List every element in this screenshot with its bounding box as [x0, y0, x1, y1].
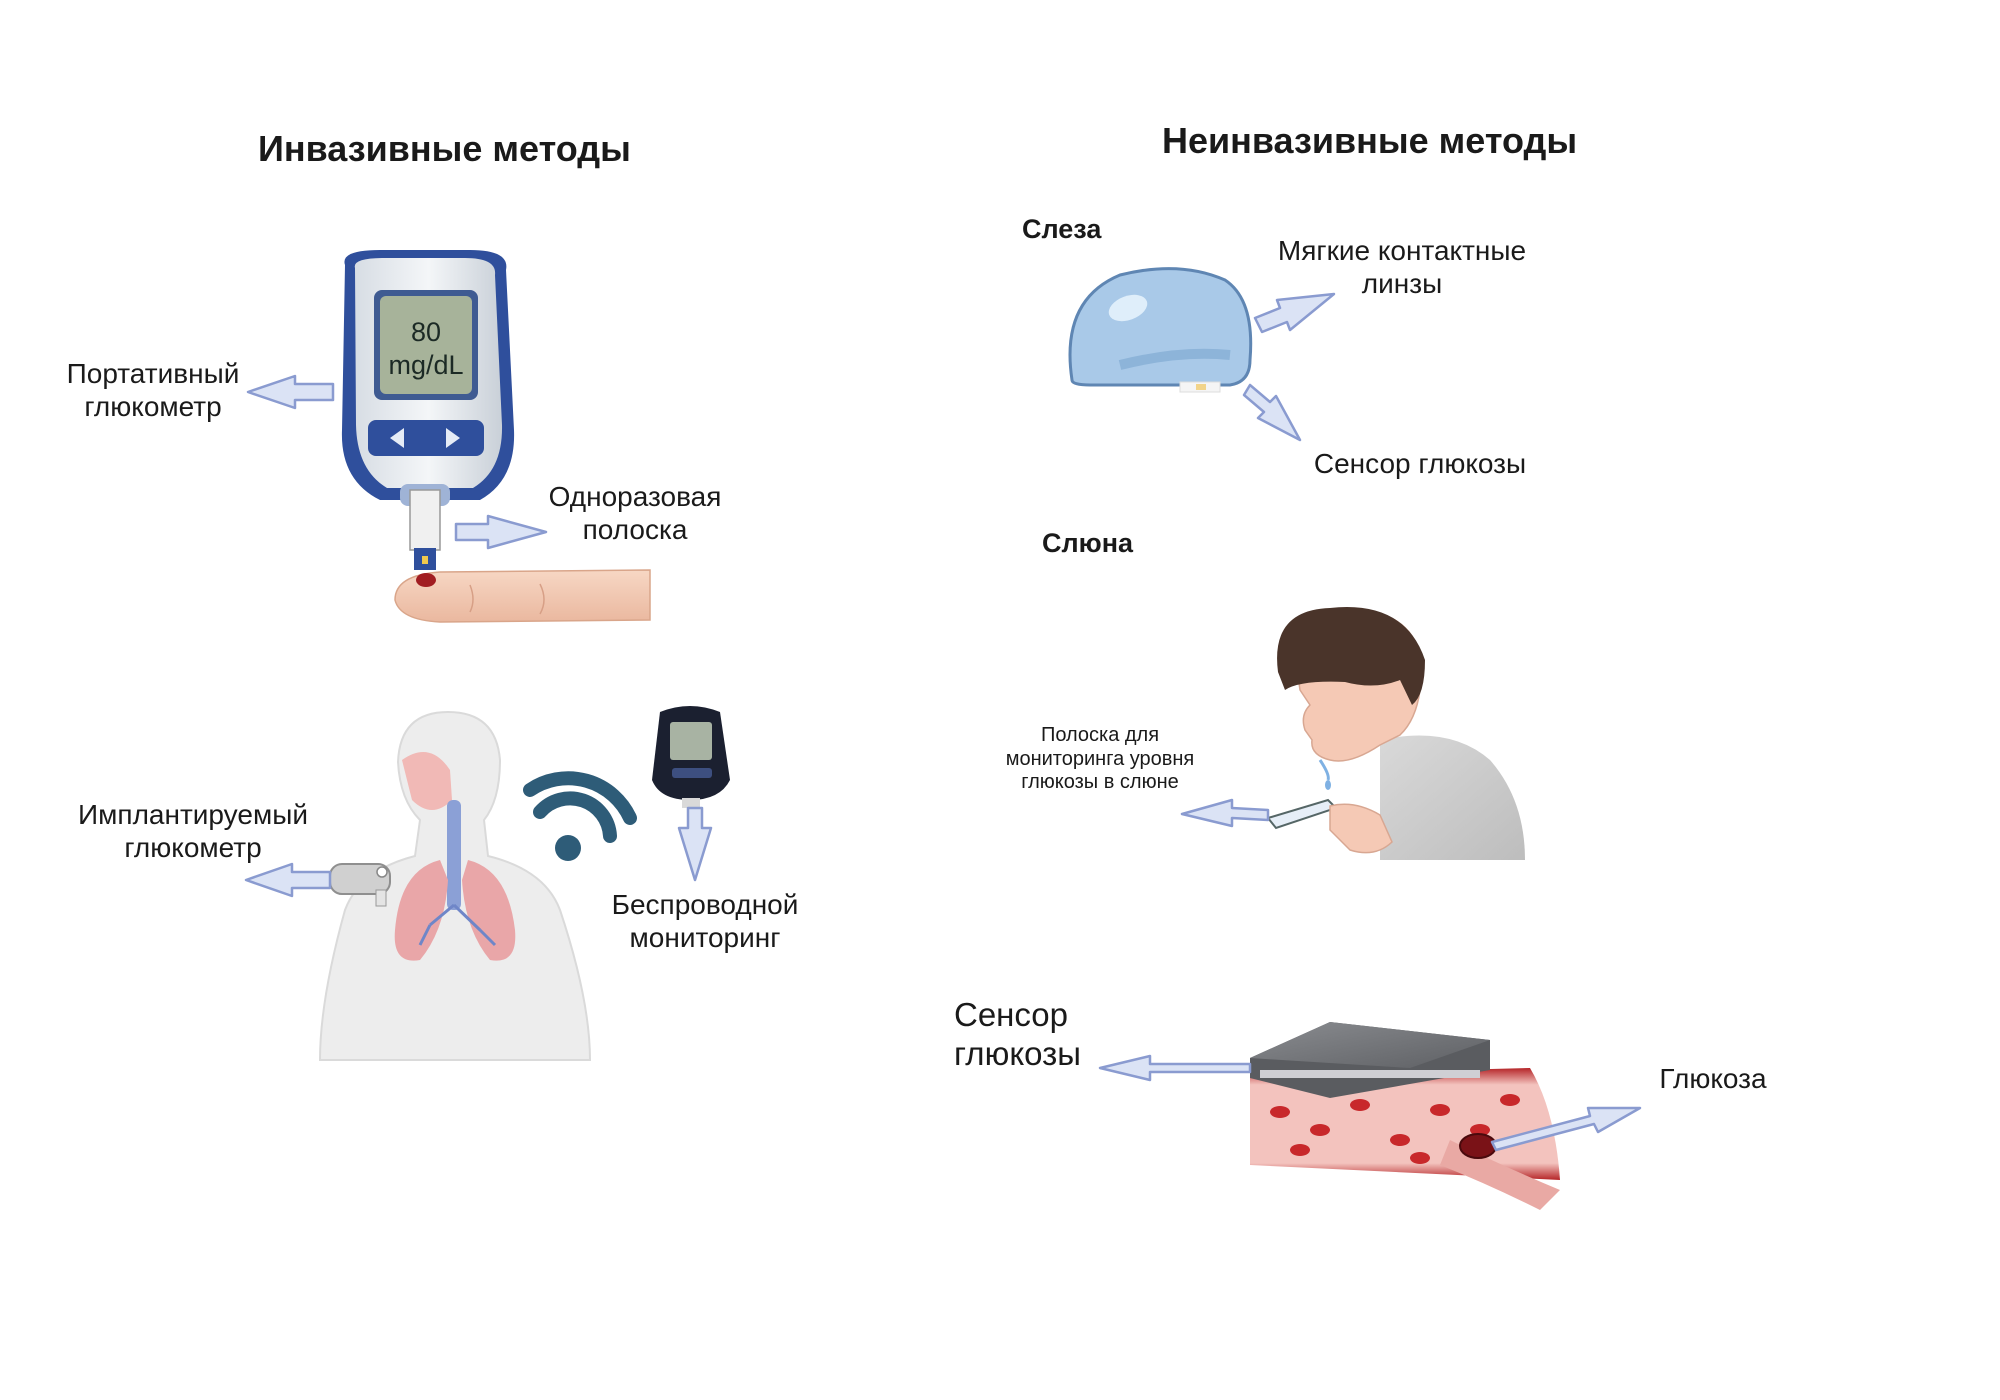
- glucometer-unit: mg/dL: [388, 349, 464, 380]
- heading-tear: Слеза: [1022, 214, 1102, 244]
- label-tear-glucose-sensor: Сенсор глюкозы: [1313, 448, 1527, 479]
- heading-saliva: Слюна: [1042, 528, 1134, 558]
- label-soft-contact-lenses: Мягкие контактные линзы: [1277, 235, 1527, 300]
- finger: [394, 569, 651, 623]
- label-portable-glucometer: Портативный глюкометр: [66, 358, 240, 423]
- wifi-icon: [523, 771, 637, 861]
- label-glucose: Глюкоза: [1659, 1063, 1767, 1094]
- arrows: [244, 292, 1642, 1152]
- title-invasive: Инвазивные методы: [258, 128, 631, 169]
- label-blood-glucose-sensor: Сенсор глюкозы: [954, 996, 1081, 1072]
- implantable-device: [329, 863, 391, 907]
- human-torso: [318, 710, 592, 1061]
- portable-glucometer: [341, 250, 515, 570]
- glucometer-reading: 80 mg/dL: [380, 316, 472, 382]
- title-noninvasive: Неинвазивные методы: [1162, 120, 1578, 161]
- sensor-chip: [1250, 1022, 1490, 1098]
- contact-lens: [1068, 267, 1253, 393]
- label-wireless-monitoring: Беспроводной мониторинг: [611, 889, 799, 954]
- wireless-monitor: [652, 706, 730, 808]
- label-test-strip: Одноразовая полоска: [548, 481, 722, 546]
- glucometer-value: 80: [410, 317, 442, 347]
- label-saliva-strip: Полоска для мониторинга уровня глюкозы в…: [1005, 724, 1195, 794]
- person-with-strip: [1266, 607, 1525, 860]
- label-implantable-glucometer: Имплантируемый глюкометр: [78, 799, 308, 864]
- glucose-molecule: [1459, 1133, 1497, 1159]
